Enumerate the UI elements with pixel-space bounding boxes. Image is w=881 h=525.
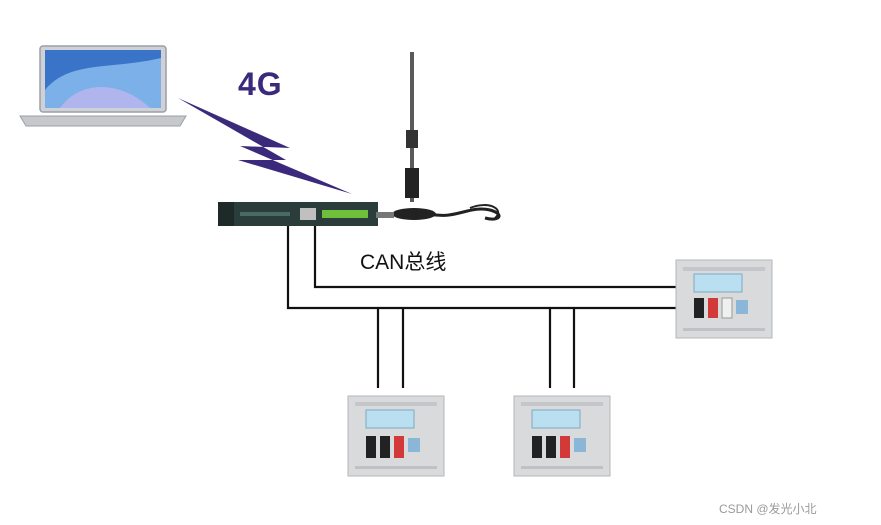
lightning-icon (178, 98, 352, 194)
can-bus-wiring (286, 226, 676, 388)
watermark: CSDN @发光小北 (719, 502, 817, 516)
panel-icon (347, 395, 445, 477)
network-label: 4G (238, 66, 283, 102)
antenna-icon (392, 52, 501, 221)
panel-icon (675, 259, 773, 339)
panel-icon (513, 395, 611, 477)
gateway-icon (218, 202, 394, 226)
laptop-icon (19, 45, 187, 127)
can-bus-label: CAN总线 (360, 251, 447, 274)
